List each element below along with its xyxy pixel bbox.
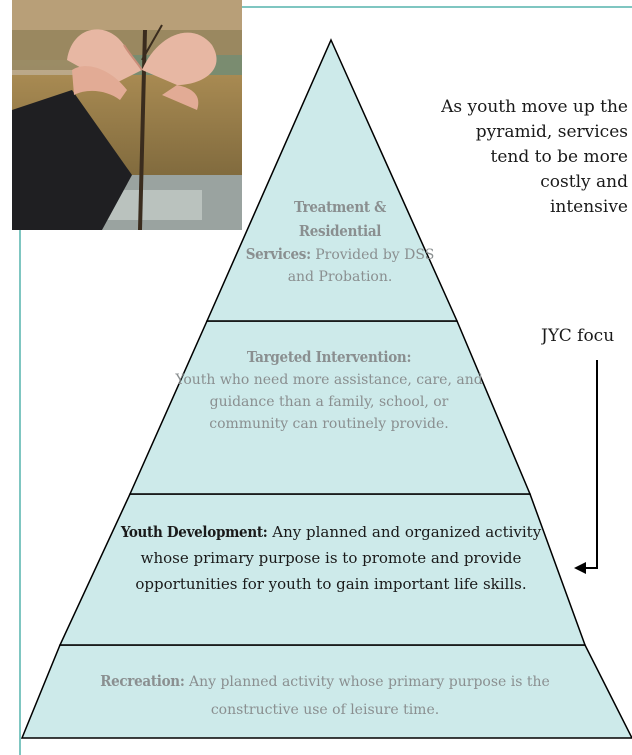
side-note: As youth move up the pyramid, services t… [390, 95, 628, 220]
side-note-line: pyramid, services [475, 122, 628, 142]
frame-left-line [19, 230, 21, 755]
heart-hands-photo [12, 0, 242, 230]
tier-recreation-heading: Recreation: [100, 672, 185, 690]
tier-youth-development-text: Youth Development: Any planned and organ… [98, 519, 564, 597]
tier-targeted-body: Youth who need more assistance, care, an… [175, 372, 483, 432]
side-note-line: tend to be more [490, 147, 629, 167]
focus-arrow [580, 360, 598, 569]
side-note-line: costly and [540, 172, 628, 192]
tier-treatment-text: Treatment & Residential Services: Provid… [235, 195, 445, 288]
tier-youth-development-body: Any planned and organized activity whose… [135, 523, 542, 593]
focus-label: JYC focu [541, 326, 615, 346]
tier-recreation-text: Recreation: Any planned activity whose p… [62, 667, 588, 724]
tier-treatment-heading-tail: Services: [245, 245, 311, 263]
frame-top-line [242, 6, 632, 8]
side-note-line: intensive [549, 197, 628, 217]
tier-youth-development-heading: Youth Development: [120, 523, 268, 541]
tier-recreation-body: Any planned activity whose primary purpo… [188, 674, 550, 718]
tier-targeted-heading: Targeted Intervention: [246, 348, 412, 366]
side-note-line: As youth move up the [441, 97, 628, 117]
tier-treatment-heading: Treatment & Residential [293, 198, 387, 240]
tier-treatment-body: Provided by DSS and Probation. [287, 247, 435, 285]
pyramid-tier-treatment [205, 38, 459, 322]
focus-arrowhead-icon [574, 562, 586, 574]
tier-targeted-text: Targeted Intervention: Youth who need mo… [170, 345, 488, 435]
tier-treatment-body-line: Services: Provided by DSS and Probation. [235, 243, 445, 288]
